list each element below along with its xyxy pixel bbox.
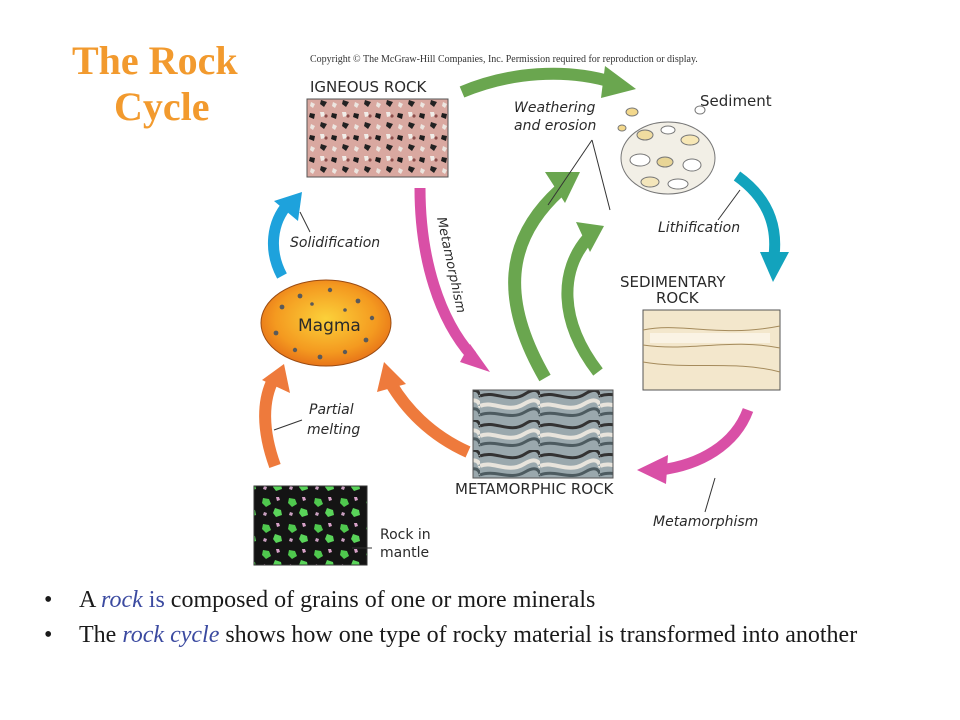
metamorphic-rock-label: METAMORPHIC ROCK <box>455 480 615 498</box>
bullet-1-mid: is <box>142 587 165 613</box>
metamorphism-arrow-side <box>414 187 490 372</box>
uplift-arrow-inner <box>561 222 604 376</box>
bullet-2-term: rock cycle <box>122 622 220 648</box>
metamorphic-rock-image <box>472 389 614 479</box>
solidification-label: Solidification <box>290 235 380 251</box>
magma-label: Magma <box>298 316 361 336</box>
leader-lines <box>273 139 741 549</box>
slide-title: The Rock Cycle <box>72 38 262 130</box>
rock-in-mantle-label-2: mantle <box>380 545 429 561</box>
copyright-notice: Copyright © The McGraw-Hill Companies, I… <box>310 54 698 65</box>
igneous-rock-image <box>306 98 449 178</box>
partial-melting-label-2: melting <box>307 422 360 438</box>
bullet-1-term: rock <box>101 587 143 613</box>
title-line-2: Cycle <box>114 84 210 129</box>
uplift-arrow-outer <box>508 172 580 382</box>
weathering-label-2: and erosion <box>514 118 596 134</box>
title-line-1: The Rock <box>72 38 238 83</box>
bullet-2-pre: The <box>79 622 123 648</box>
metamorphism-bottom-label: Metamorphism <box>653 514 758 530</box>
metamorphism-arrow-bottom <box>637 407 754 484</box>
bullet-list: • A rock is composed of grains of one or… <box>42 586 922 656</box>
bullet-item-2: • The rock cycle shows how one type of r… <box>42 621 922 650</box>
sedimentary-rock-label-1: SEDIMENTARY <box>620 273 726 291</box>
rock-in-mantle-image <box>253 485 368 566</box>
bullet-1-post: composed of grains of one or more minera… <box>164 587 596 613</box>
bullet-2-post: shows how one type of rocky material is … <box>219 622 858 648</box>
weathering-arrow <box>459 66 636 98</box>
bullet-marker: • <box>44 622 53 648</box>
partial-melting-arrow-right <box>377 362 471 458</box>
sediment-image <box>617 105 716 195</box>
partial-melting-arrow-left <box>259 364 290 469</box>
magma-blob <box>260 279 392 367</box>
lithification-label: Lithification <box>658 220 740 236</box>
bullet-marker: • <box>44 587 53 613</box>
solidification-arrow <box>267 192 302 279</box>
weathering-label-1: Weathering <box>514 100 596 116</box>
igneous-rock-label: IGNEOUS ROCK <box>310 78 428 96</box>
sedimentary-rock-image <box>642 309 781 391</box>
sedimentary-rock-label-2: ROCK <box>656 289 700 307</box>
partial-melting-label-1: Partial <box>309 402 354 418</box>
bullet-item-1: • A rock is composed of grains of one or… <box>42 586 922 615</box>
rock-in-mantle-label-1: Rock in <box>380 527 431 543</box>
bullet-1-pre: A <box>79 587 102 613</box>
lithification-arrow <box>733 171 789 282</box>
sediment-label: Sediment <box>700 92 772 110</box>
